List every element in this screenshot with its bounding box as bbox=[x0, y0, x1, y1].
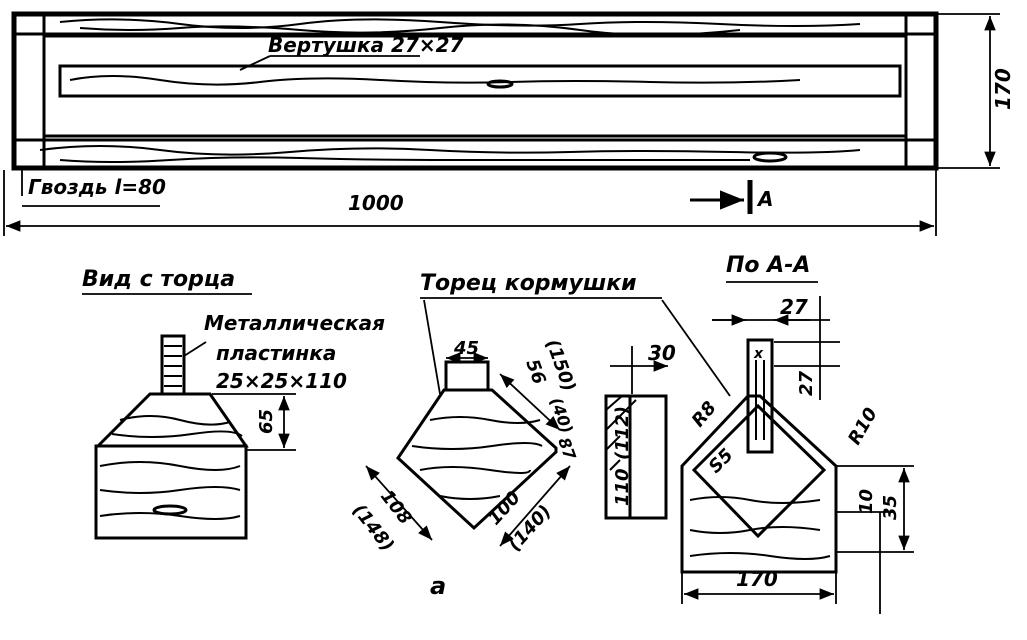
dim40-label: (40) bbox=[546, 395, 576, 436]
dim-s5-label: S5 bbox=[705, 445, 738, 478]
section-marker-label: A bbox=[756, 187, 773, 211]
section-spinner bbox=[746, 338, 774, 454]
end-base bbox=[94, 444, 248, 540]
feeder-end-leader-1 bbox=[423, 299, 441, 395]
plate-label-1: Металлическая bbox=[204, 311, 385, 335]
dim65-label: 65 bbox=[256, 409, 277, 434]
top-view: Вертушка 27×27 Гвоздь l=80 1000 A 170 bbox=[3, 11, 1015, 236]
feeder-end-view: Торец кормушки 45 108 (148) 100 (140) (1… bbox=[348, 271, 731, 556]
dim170-label: 170 bbox=[736, 567, 778, 591]
dim10-label: 10 bbox=[856, 489, 877, 514]
end-view-title: Вид с торца bbox=[82, 267, 235, 292]
dim100-label: 100 bbox=[484, 487, 525, 529]
plate-hatch bbox=[164, 345, 182, 387]
base-grain bbox=[99, 461, 241, 520]
dim56-label: 56 bbox=[521, 357, 549, 388]
dim150-label: (150) bbox=[541, 337, 579, 395]
plate-leader bbox=[183, 341, 207, 357]
dim110-label: 110 bbox=[612, 468, 633, 506]
right-end-block bbox=[904, 12, 938, 170]
section-spinner-hatch bbox=[755, 360, 765, 440]
plate-label-2: пластинка bbox=[216, 341, 336, 365]
knot-bottom bbox=[752, 151, 788, 163]
spinner-leader bbox=[239, 55, 271, 71]
base-knot bbox=[152, 504, 188, 516]
frame-inner-slot bbox=[42, 34, 908, 138]
dim-r8-label: R8 bbox=[688, 397, 721, 431]
height-dim-label: 170 bbox=[991, 68, 1015, 110]
knot-spinner bbox=[486, 79, 514, 89]
grain-bottom-board bbox=[39, 145, 861, 156]
grain-top-board bbox=[59, 18, 861, 29]
left-end-block bbox=[12, 12, 46, 170]
plate-label-3: 25×25×110 bbox=[216, 369, 347, 393]
side-board-hatch bbox=[605, 395, 637, 471]
dim35-label: 35 bbox=[880, 495, 901, 520]
roof-grain bbox=[111, 415, 243, 438]
feeder-end-grain bbox=[411, 416, 543, 500]
spinner-x-mark: x bbox=[753, 346, 764, 362]
grain-spinner bbox=[69, 75, 801, 86]
section-aa-view: По А-А x 27 27 R8 R10 S5 35 10 170 bbox=[680, 253, 914, 614]
side-board bbox=[604, 394, 668, 520]
feeder-slot bbox=[444, 360, 490, 392]
feeder-end-title: Торец кормушки bbox=[420, 271, 637, 296]
nail-label: Гвоздь l=80 bbox=[28, 175, 166, 199]
end-view: Вид с торца Металлическая пластинка 25×2… bbox=[82, 267, 385, 540]
grain-top-board-2 bbox=[79, 23, 741, 36]
feeder-end-shape bbox=[396, 388, 558, 531]
dim30-label: 30 bbox=[648, 341, 676, 365]
dim27-top-label: 27 bbox=[780, 295, 808, 319]
dim27-side-label: 27 bbox=[796, 370, 817, 396]
grain-bottom-board-2 bbox=[59, 156, 750, 163]
section-grain bbox=[689, 496, 831, 560]
dim100-line bbox=[499, 465, 571, 547]
dim108-line bbox=[365, 465, 433, 541]
spinner-label: Вертушка 27×27 bbox=[268, 33, 464, 57]
figure-letter: а bbox=[430, 572, 446, 600]
dim45-label: 45 bbox=[453, 338, 479, 359]
dim87-label: 87 bbox=[554, 435, 580, 463]
section-aa-title: По А-А bbox=[726, 253, 810, 278]
spinner-bar bbox=[58, 64, 902, 98]
length-dim-label: 1000 bbox=[348, 191, 404, 215]
dim112-label: (112) bbox=[612, 406, 633, 460]
dim-r10-label: R10 bbox=[844, 404, 882, 448]
feeder-end-leader-2 bbox=[661, 299, 731, 397]
dim56-line bbox=[499, 373, 561, 431]
section-inner-v bbox=[691, 403, 827, 539]
